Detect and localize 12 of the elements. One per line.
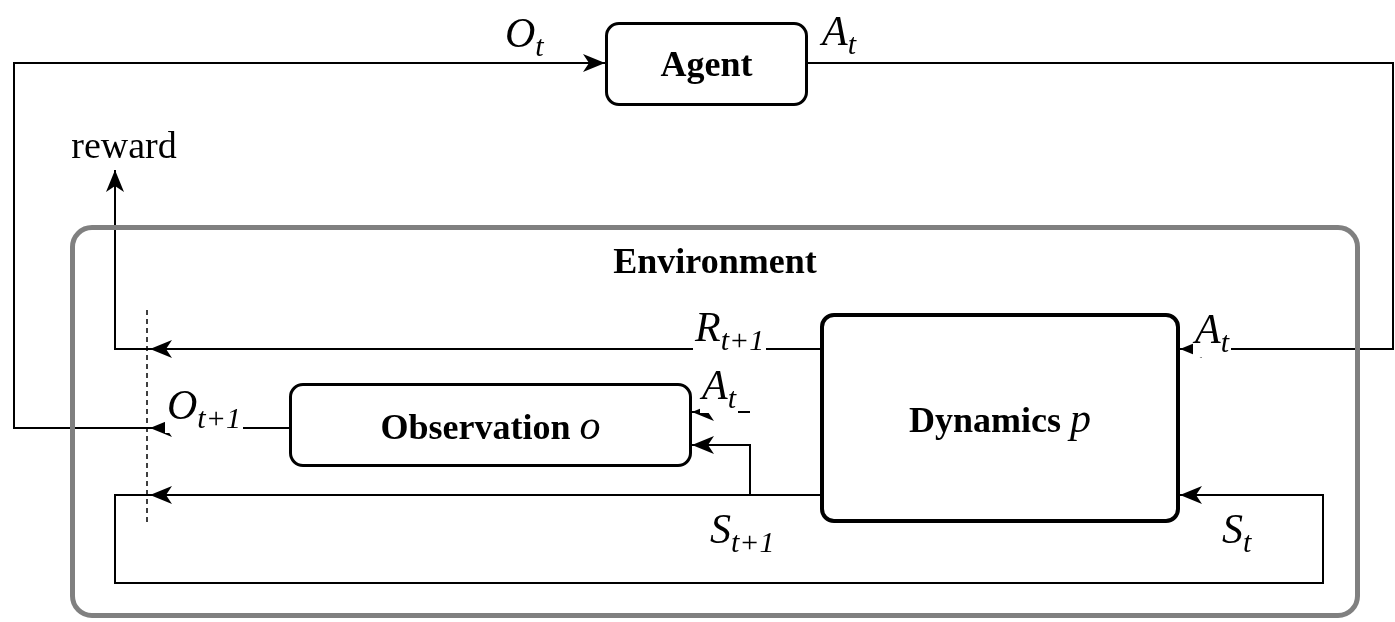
signal-label: A$_{t}$ xyxy=(820,10,858,60)
node-label: Dynamics p xyxy=(909,394,1091,442)
process-box xyxy=(820,313,1180,523)
node-label: Agent xyxy=(660,43,753,85)
output-text: reward xyxy=(71,123,177,167)
signal-label: O$_{t}$ xyxy=(504,12,545,62)
signal-label: S$_{t}$ xyxy=(1221,508,1253,558)
agent-box xyxy=(605,22,808,106)
node-label: Observation o xyxy=(380,401,601,449)
environment-box xyxy=(70,225,1360,618)
process-box xyxy=(289,383,692,467)
group-title: Environment xyxy=(613,240,817,282)
